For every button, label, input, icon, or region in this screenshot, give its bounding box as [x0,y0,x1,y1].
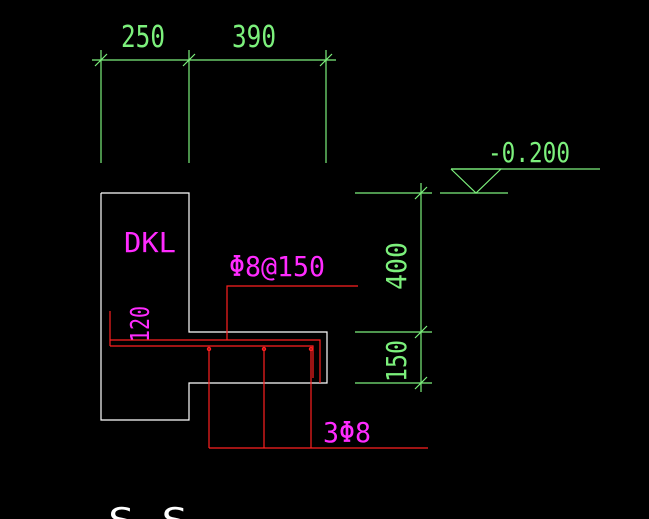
stirrup [110,339,321,383]
rebar-group [109,285,428,449]
rebar-bar-2 [261,346,267,352]
stirrup-label: Φ8@150 [229,250,325,283]
dim-text-390: 390 [232,20,276,55]
dim-text-250: 250 [121,20,165,55]
right-tick-top [414,186,428,200]
right-tick-mid [414,325,428,339]
section-label: S-S [108,501,188,519]
right-tick-bottom [414,376,428,390]
top-tick-left [94,53,108,67]
rebar-bar-3 [308,346,314,352]
elevation-triangle [450,168,503,194]
top-tick-right [319,53,333,67]
beam-label: DKL [124,226,176,259]
slab-thickness-text: 120 [126,306,156,342]
beam-section-outline [100,192,328,421]
elevation-marker [440,168,600,194]
elevation-text: -0.200 [488,136,570,169]
rebar-bar-1 [206,346,212,352]
bar-label: 3Φ8 [323,416,371,449]
stirrup-leader [226,285,358,340]
top-dimension-chain [92,50,336,163]
concrete-outline [100,192,328,421]
right-dimension-chain [355,183,432,392]
dim-text-400: 400 [380,242,413,290]
top-tick-mid [182,53,196,67]
stirrup-inner [110,345,314,378]
dim-text-150: 150 [380,340,413,382]
